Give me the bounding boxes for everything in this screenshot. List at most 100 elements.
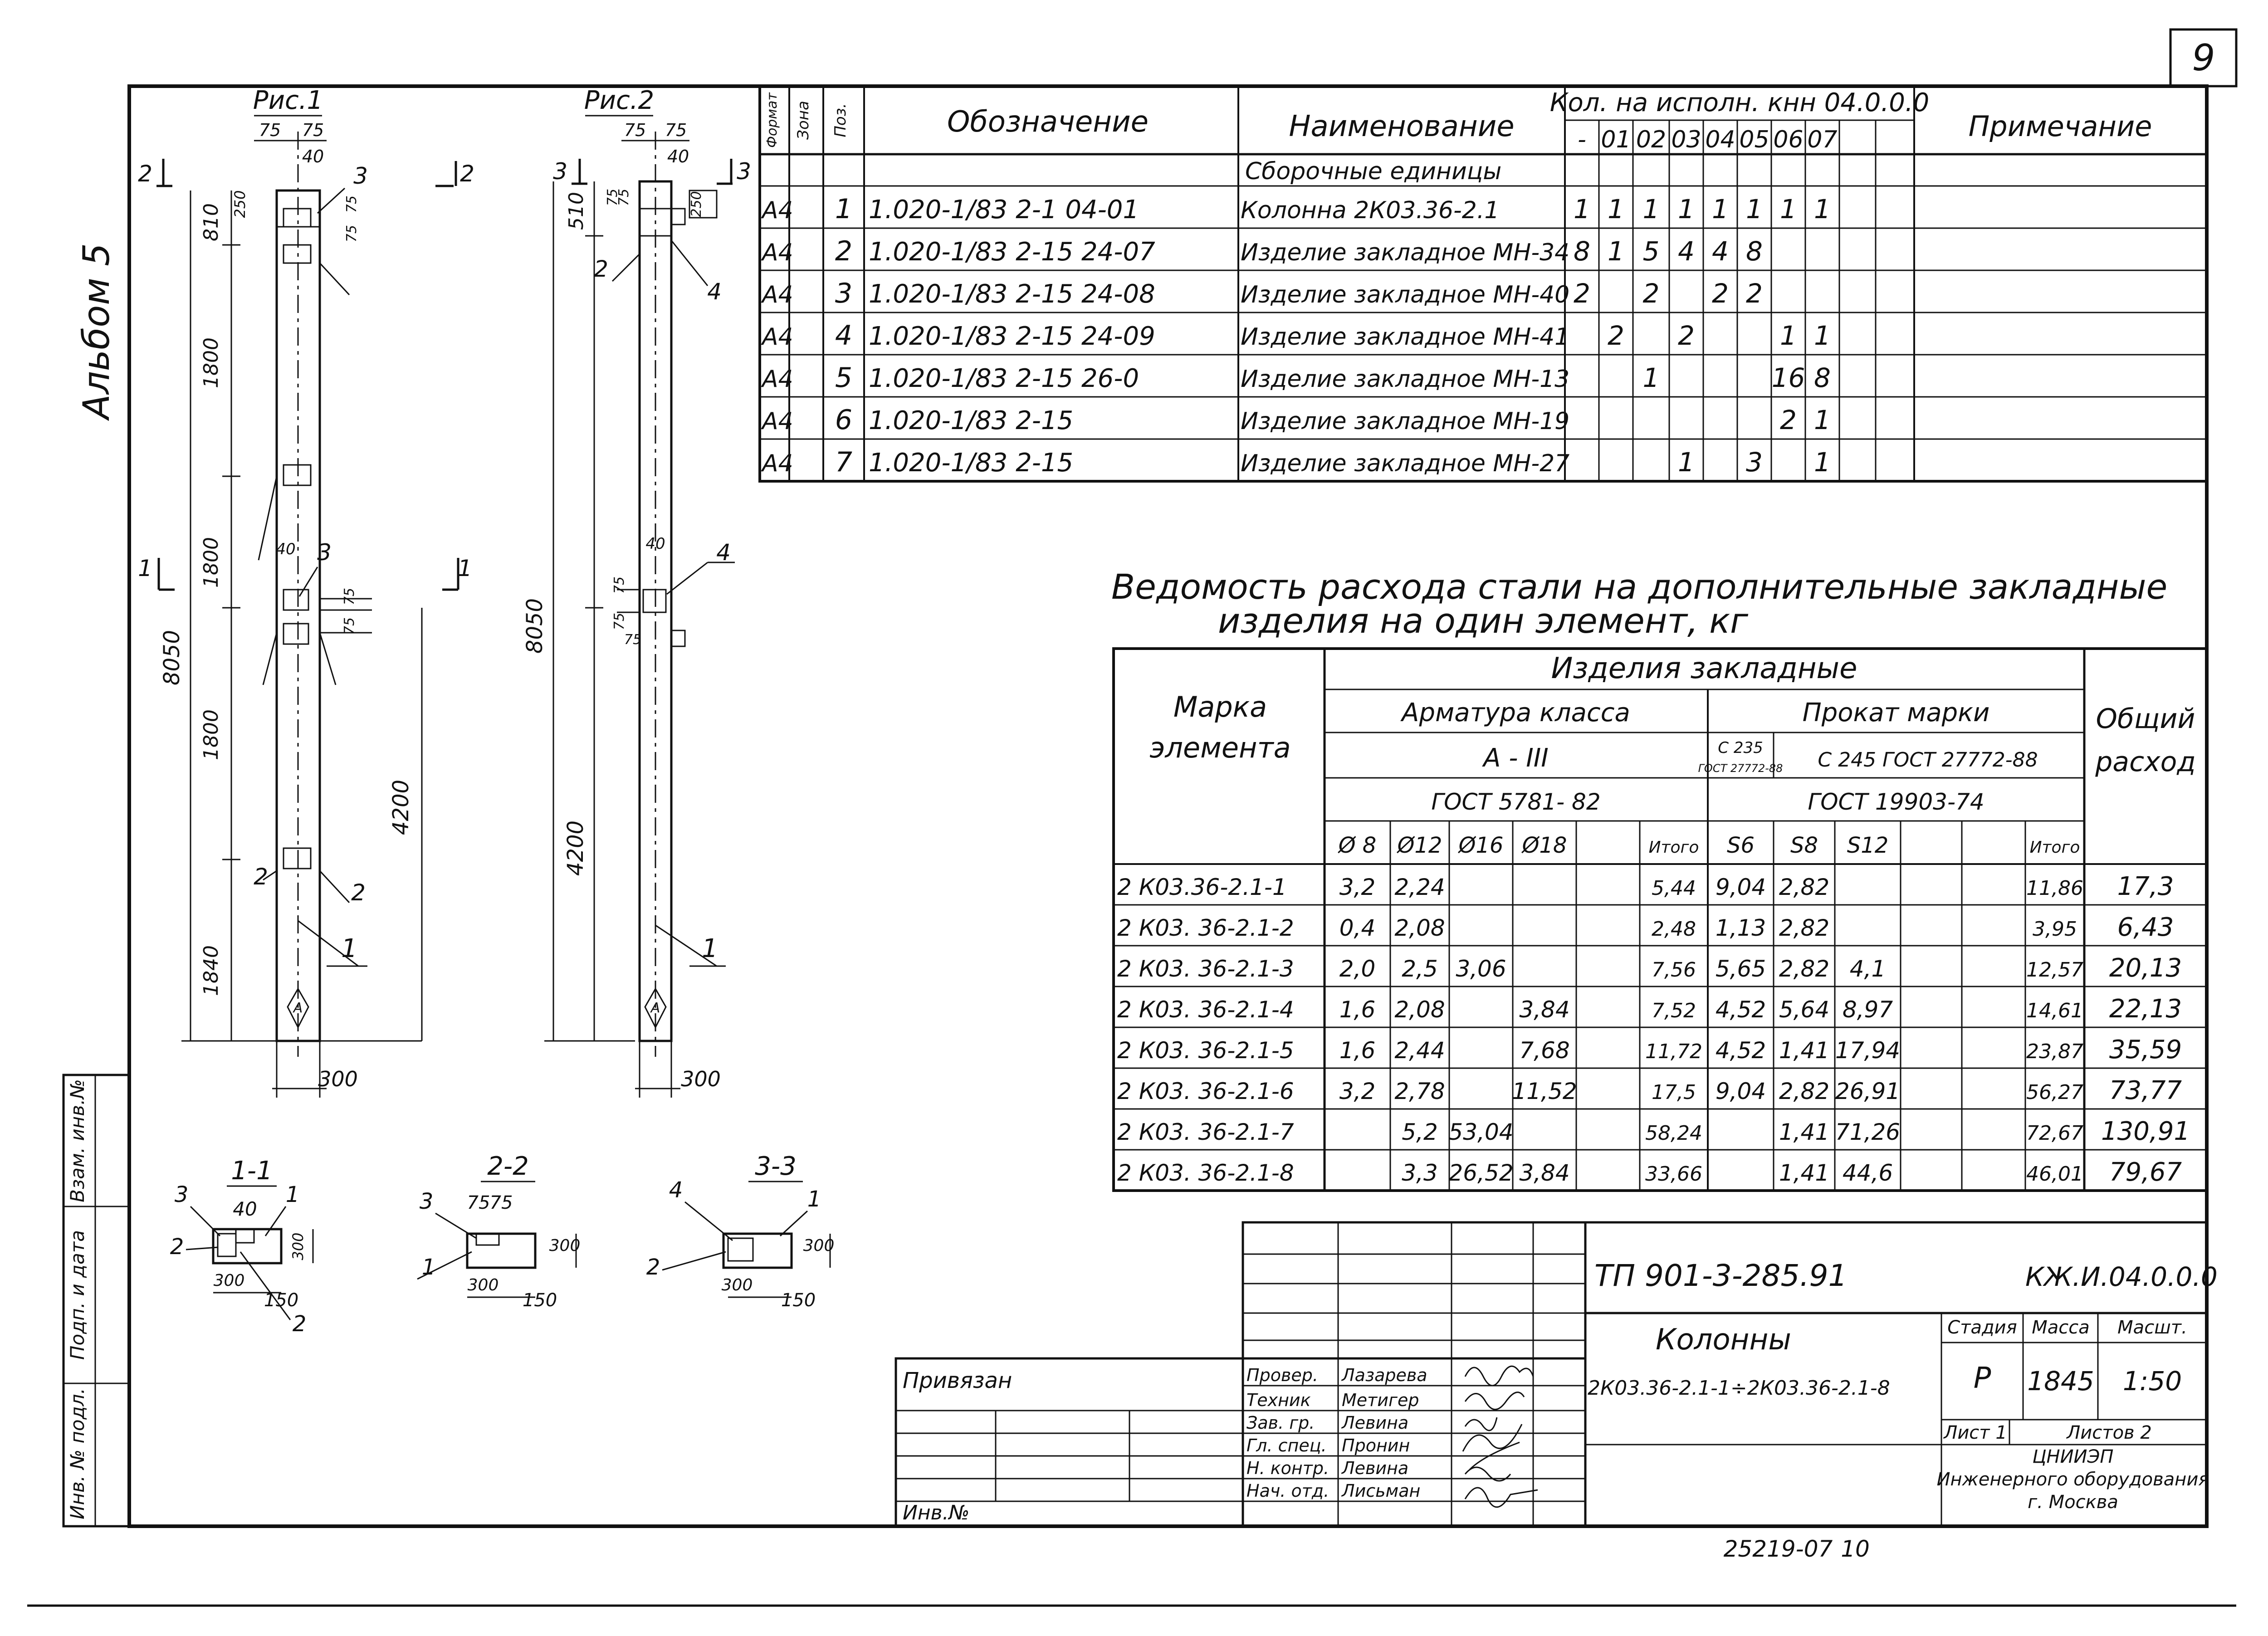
steel-row-value: 11,72 [1645,1040,1702,1063]
bottom-code: 25219-07 [1724,1536,1833,1562]
fig2-dim-4200: 4200 [563,820,588,876]
fig1-side-75a: 75 [344,195,360,213]
section-1-1-callout-3: 3 [175,1182,189,1207]
steel-row-value: 4,52 [1716,996,1766,1023]
spec-row-qty: 4 [1678,236,1695,267]
steel-row-value: 11,52 [1512,1078,1577,1104]
steel-subcol-header: Ø 8 [1338,833,1377,858]
steel-header-c235: С 235 [1718,739,1763,757]
fig1-diamond-mark: А [293,1000,303,1016]
spec-row-qty: 2 [1678,320,1695,351]
stamp-inventory: Инв. № подл. [66,1388,88,1519]
steel-row-value: 1,41 [1779,1037,1829,1064]
section-3-3-callout-4: 4 [669,1177,683,1203]
steel-row-value: 12,57 [2026,958,2083,982]
spec-header-note: Примечание [1969,110,2152,143]
title-block: ТП 901-3-285.91 КЖ.И.04.0.0.0 Колонны 2К… [894,1221,2218,1528]
spec-row-qty: 1 [1780,194,1797,225]
spec-row-qty: 2 [1608,320,1624,351]
drawing-code: КЖ.И.04.0.0.0 [2025,1261,2218,1292]
page-number: 9 [2192,37,2215,79]
spec-header-format: Формат [764,92,780,148]
steel-subcol-header: Итого [1649,838,1699,857]
spec-row-pos: 3 [835,278,852,309]
steel-row-value: 46,01 [2026,1162,2083,1186]
spec-header-designation: Обозначение [947,105,1149,139]
fig2-callout-4a: 4 [707,278,722,305]
spec-row-qty: 1 [1814,405,1831,435]
spec-row-designation: 1.020-1/83 2-15 24-09 [869,322,1155,351]
bottom-page: 10 [1841,1536,1870,1562]
steel-subcol-header: Итого [2030,838,2080,857]
fig2-section-3-right: 3 [737,158,751,185]
org-line-3: г. Москва [2028,1492,2118,1513]
scale-value: 1:50 [2123,1366,2182,1397]
person-1: Лазарева [1341,1365,1427,1385]
steel-row-mark: 2 К03.36-2.1-1 [1117,874,1287,900]
steel-header-mark-2: элемента [1149,731,1290,764]
steel-row-total: 35,59 [2109,1035,2182,1065]
drawing-name: Колонны [1656,1323,1791,1357]
steel-row-value: 3,3 [1402,1160,1438,1186]
spec-row-qty: 16 [1772,362,1805,393]
fig2-diamond-mark: А [650,1000,660,1016]
steel-subcol-header: Ø18 [1521,833,1567,858]
section-2-2: 2-2 75 75 300 150 300 3 1 [417,1152,580,1311]
spec-row-qty: 1 [1608,236,1624,267]
fig2-side-40: 40 [645,535,665,553]
steel-row-value: 3,84 [1519,1160,1569,1186]
steel-row-total: 73,77 [2109,1076,2182,1105]
steel-row-value: 71,26 [1835,1119,1900,1145]
spec-row-qty: 1 [1643,194,1660,225]
fig1-callout-2b: 2 [351,879,366,906]
sheet-number: Лист 1 [1943,1422,2007,1443]
spec-qty-col-header: 06 [1773,126,1803,153]
section-3-3-dim-300v: 300 [803,1236,835,1255]
steel-subcol-header: S6 [1727,833,1755,858]
stamp-replaced: Взам. инв.№ [66,1079,88,1202]
fig2-section-3-left: 3 [553,158,567,185]
fig2-callout-1: 1 [702,934,718,963]
spec-row-designation: 1.020-1/83 2-15 [869,448,1073,478]
fig1-section-2-right: 2 [460,161,474,187]
fig1-dim-810: 810 [200,203,223,241]
fig2-side-75b: 75 [616,189,632,206]
steel-header-rebar: Арматура класса [1400,698,1630,728]
spec-header-qty: Кол. на исполн. кнн 04.0.0.0 [1550,88,1930,117]
steel-row-value: 2,82 [1779,874,1829,900]
fig2-dim-top-2: 75 [665,120,687,140]
spec-row-qty: 1 [1678,194,1695,225]
role-4: Гл. спец. [1246,1436,1327,1455]
section-1-1-callout-1: 1 [286,1182,300,1207]
org-line-2: Инженерного оборудования [1937,1469,2209,1490]
fig2-dim-top-1: 75 [624,120,646,140]
fig2-width: 300 [681,1067,721,1091]
role-1: Провер. [1246,1365,1318,1385]
steel-row-value: 58,24 [1645,1122,1702,1145]
fig1-dim-1800b: 1800 [200,537,223,588]
fig1-side-75c: 75 [342,588,357,605]
stamp-signature-date: Подп. и дата [66,1230,88,1360]
steel-row-value: 3,84 [1519,996,1569,1023]
project-number: ТП 901-3-285.91 [1594,1258,1847,1293]
steel-row-value: 1,41 [1779,1119,1829,1145]
fig2-side-75a: 75 [605,189,621,206]
role-6: Нач. отд. [1246,1481,1329,1501]
spec-row-designation: 1.020-1/83 2-15 24-08 [869,279,1155,309]
spec-row-format: А4 [761,450,793,477]
fig1-callout-3a: 3 [353,163,368,189]
section-3-3: 3-3 300 150 300 4 1 2 [646,1152,835,1311]
steel-header-c235-gost: ГОСТ 27772-88 [1698,762,1783,775]
section-3-3-dim-300: 300 [722,1276,753,1294]
steel-row-value: 53,04 [1448,1119,1513,1145]
steel-row-value: 2,44 [1394,1037,1445,1064]
section-1-1-dim-300: 300 [214,1271,245,1290]
steel-row-value: 2,82 [1779,956,1829,982]
role-3: Зав. гр. [1246,1413,1315,1433]
steel-row-value: 3,95 [2033,918,2077,941]
steel-table-title-2: изделия на один элемент, кг [1218,601,1749,641]
person-2: Метигер [1342,1390,1419,1410]
steel-row-value: 5,64 [1779,996,1829,1023]
steel-header-c245: С 245 ГОСТ 27772-88 [1818,748,2038,772]
steel-row-value: 2,08 [1394,996,1445,1023]
